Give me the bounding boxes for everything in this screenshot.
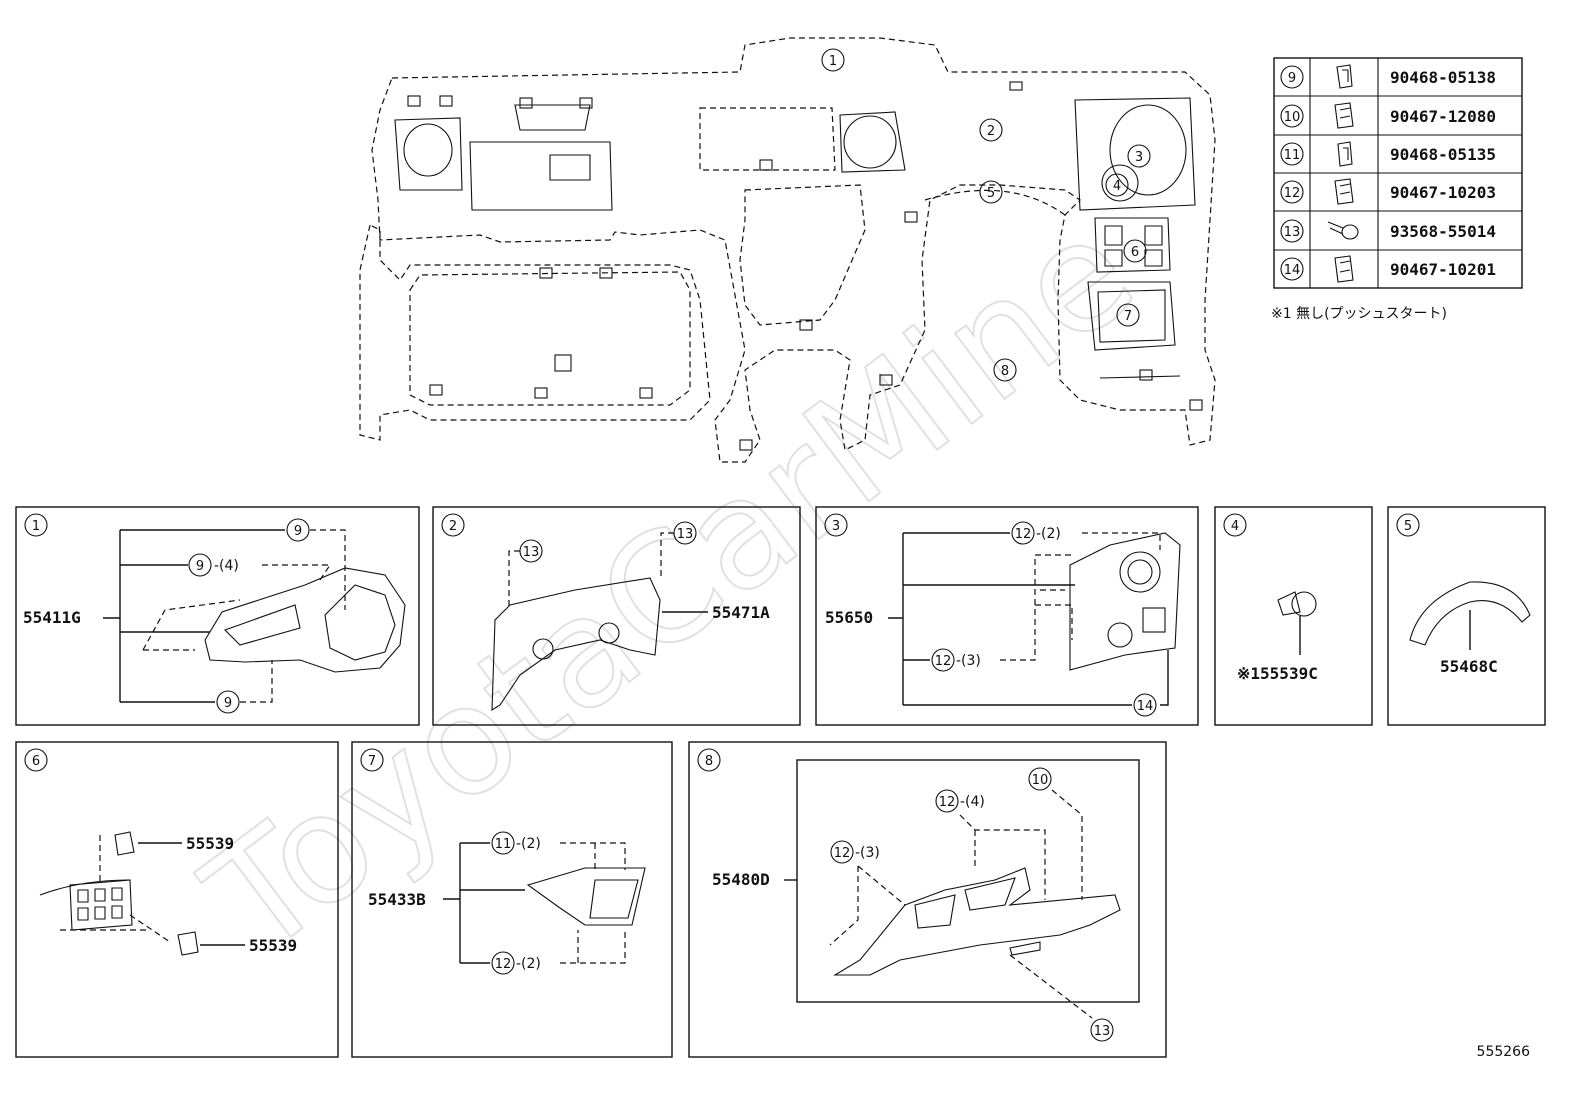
panel-2: 2 13 13 55471A	[432, 506, 801, 726]
callout-5: 5	[979, 180, 1003, 204]
svg-text:4: 4	[1231, 519, 1239, 534]
svg-text:14: 14	[1284, 263, 1301, 278]
svg-text:6: 6	[1131, 245, 1139, 260]
svg-text:10: 10	[1284, 110, 1301, 125]
svg-text:12: 12	[939, 795, 956, 810]
svg-text:12: 12	[935, 654, 952, 669]
svg-text:1: 1	[32, 519, 40, 534]
watermark: ToyotaCarMine	[176, 184, 1165, 989]
svg-text:1: 1	[829, 54, 837, 69]
svg-text:-(4): -(4)	[960, 794, 985, 810]
clip-icon	[1336, 64, 1353, 89]
footnote: ※1 無し(プッシュスタート)	[1271, 306, 1447, 322]
svg-text:13: 13	[1094, 1024, 1111, 1039]
svg-text:7: 7	[1124, 309, 1132, 324]
clip-icon	[1337, 141, 1353, 167]
svg-text:8: 8	[705, 754, 713, 769]
clip-icon	[1334, 178, 1354, 205]
screw-icon	[1327, 221, 1359, 240]
callout-8: 8	[993, 358, 1017, 382]
svg-text:13: 13	[1284, 225, 1301, 240]
svg-text:-(4): -(4)	[214, 558, 239, 574]
svg-text:5: 5	[987, 186, 995, 201]
svg-text:7: 7	[368, 754, 376, 769]
svg-text:90468-05135: 90468-05135	[1390, 145, 1496, 164]
svg-text:2: 2	[987, 124, 995, 139]
svg-text:13: 13	[677, 527, 694, 542]
panel-7: 7 55433B 11 -(2) 12 -(2)	[351, 741, 673, 1058]
clip-icon	[1334, 255, 1354, 283]
table-row: 13 93568-55014	[1280, 219, 1496, 243]
svg-text:9: 9	[224, 696, 232, 711]
svg-text:55539: 55539	[249, 936, 297, 955]
svg-text:12: 12	[495, 957, 512, 972]
callout-2: 2	[979, 118, 1003, 142]
svg-text:55411G: 55411G	[23, 608, 81, 627]
clip-icon	[1334, 102, 1354, 129]
svg-text:12: 12	[1284, 186, 1301, 201]
svg-text:3: 3	[832, 519, 840, 534]
svg-text:6: 6	[32, 754, 40, 769]
panel-8: 8 55480D 12 -(4) 10 12 -(3) 13	[688, 741, 1167, 1058]
callout-3: 3	[1127, 144, 1151, 168]
svg-text:9: 9	[1288, 71, 1296, 86]
svg-text:-(2): -(2)	[1036, 526, 1061, 542]
table-row: 11 90468-05135	[1280, 141, 1496, 167]
svg-text:55433B: 55433B	[368, 890, 426, 909]
panel-5: 5 55468C	[1387, 506, 1546, 726]
table-row: 9 90468-05138	[1280, 64, 1496, 89]
svg-text:※155539C: ※155539C	[1237, 664, 1318, 683]
panel-4: 4 ※155539C	[1214, 506, 1373, 726]
svg-text:8: 8	[1001, 364, 1009, 379]
callout-4: 4	[1105, 173, 1129, 197]
svg-text:-(3): -(3)	[956, 653, 981, 669]
dashboard-overview	[359, 37, 1216, 463]
callout-6: 6	[1123, 239, 1147, 263]
svg-text:12: 12	[1015, 527, 1032, 542]
svg-text:93568-55014: 93568-55014	[1390, 222, 1496, 241]
svg-text:-(2): -(2)	[516, 956, 541, 972]
svg-text:-(3): -(3)	[855, 845, 880, 861]
svg-text:9: 9	[196, 559, 204, 574]
svg-text:55471A: 55471A	[712, 603, 770, 622]
svg-text:3: 3	[1135, 150, 1143, 165]
svg-text:4: 4	[1113, 179, 1121, 194]
svg-text:90467-10201: 90467-10201	[1390, 260, 1496, 279]
fastener-table: 9 90468-05138 10 90467-12080 11 90468-05…	[1273, 57, 1523, 289]
panel-6: 6 55539 55539	[15, 741, 339, 1058]
callout-1: 1	[821, 48, 845, 72]
table-row: 12 90467-10203	[1280, 178, 1496, 205]
svg-text:10: 10	[1032, 773, 1049, 788]
svg-text:55468C: 55468C	[1440, 657, 1498, 676]
svg-text:55480D: 55480D	[712, 870, 770, 889]
table-row: 14 90467-10201	[1280, 255, 1496, 283]
svg-text:90468-05138: 90468-05138	[1390, 68, 1496, 87]
overview-callouts: 1 2 3 4 5 6 7 8	[821, 48, 1151, 382]
diagram-id: 555266	[1477, 1044, 1531, 1060]
svg-text:5: 5	[1404, 519, 1412, 534]
svg-text:12: 12	[834, 846, 851, 861]
callout-7: 7	[1116, 303, 1140, 327]
svg-text:55539: 55539	[186, 834, 234, 853]
svg-text:90467-12080: 90467-12080	[1390, 107, 1496, 126]
svg-text:2: 2	[449, 519, 457, 534]
svg-text:13: 13	[523, 545, 540, 560]
panel-3: 3 55650 12 -(2) 12 -(3) 14	[815, 506, 1199, 726]
svg-text:14: 14	[1137, 699, 1154, 714]
panel-1: 1 55411G 9 9 -(4) 9	[15, 506, 420, 726]
table-row: 10 90467-12080	[1280, 102, 1496, 129]
svg-text:11: 11	[1284, 148, 1301, 163]
svg-text:90467-10203: 90467-10203	[1390, 183, 1496, 202]
svg-text:9: 9	[294, 524, 302, 539]
svg-text:55650: 55650	[825, 608, 873, 627]
svg-text:11: 11	[495, 837, 512, 852]
svg-text:-(2): -(2)	[516, 836, 541, 852]
